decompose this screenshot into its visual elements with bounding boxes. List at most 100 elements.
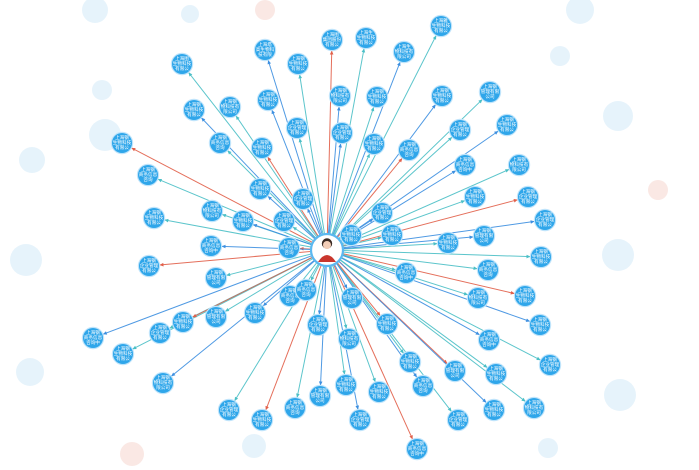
relation-edge bbox=[326, 249, 346, 375]
company-node-circle bbox=[332, 123, 352, 143]
relation-edge bbox=[265, 249, 328, 411]
company-node-circle bbox=[220, 97, 240, 117]
company-node-label: 上海钢 bbox=[453, 121, 467, 128]
company-node-label: 上海钢 bbox=[153, 324, 167, 331]
avatar-face-icon bbox=[323, 241, 331, 249]
company-node-circle bbox=[287, 118, 307, 138]
company-node-circle bbox=[245, 303, 265, 323]
company-node-label: 企业管理 bbox=[140, 262, 159, 269]
company-node-label: 咨询中 bbox=[458, 166, 472, 173]
center-node[interactable] bbox=[309, 232, 345, 268]
edge-arrow-icon bbox=[343, 324, 348, 329]
edge-arrow-icon bbox=[317, 310, 322, 315]
company-node-label: 生物科技 bbox=[532, 253, 551, 260]
company-node-circle bbox=[407, 439, 427, 459]
company-node-label: 有限公 bbox=[311, 326, 325, 333]
company-node-label: 上海钢 bbox=[372, 383, 386, 390]
edge-arrow-icon bbox=[271, 109, 275, 115]
edge-arrow-icon bbox=[447, 407, 452, 412]
